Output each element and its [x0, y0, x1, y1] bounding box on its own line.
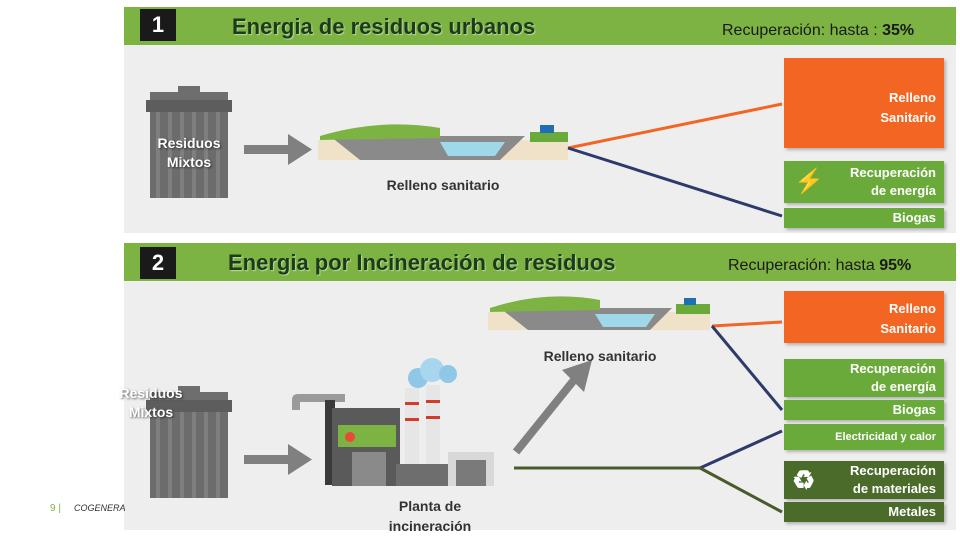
section2-bin-label-line2: Mixtos	[128, 404, 174, 420]
connector-landfill2-to-biogas	[710, 325, 784, 411]
section2-landfill-label: Relleno sanitario	[543, 348, 657, 364]
section1-relleno-box: Relleno Sanitario	[784, 58, 944, 148]
section2-recovery-value: 95%	[879, 257, 912, 274]
section2-energia-line1: Recuperación	[850, 361, 936, 376]
section1-bin-label-line2: Mixtos	[166, 154, 212, 170]
section1-header-bar	[124, 7, 956, 45]
section1-recovery-prefix: Recuperación: hasta :	[722, 22, 883, 39]
section1-landfill-label: Relleno sanitario	[386, 177, 500, 193]
section1-biogas-box: Biogas	[784, 208, 944, 228]
section2-bin-label-line1: Residuos	[119, 385, 183, 401]
landfill-icon	[318, 124, 568, 160]
section1-relleno-line1: Relleno	[889, 90, 936, 105]
section2-metales-box: Metales	[784, 502, 944, 522]
section1-energia-line1: Recuperación	[850, 165, 936, 180]
factory-icon	[292, 358, 494, 486]
section1-title: Energia de residuos urbanos	[232, 14, 536, 39]
section2-title: Energia por Incineración de residuos	[228, 250, 616, 275]
section2-electricidad-box: Electricidad y calor	[784, 424, 944, 450]
section2-materiales-line1: Recuperación	[850, 463, 936, 478]
landfill-icon	[488, 296, 710, 330]
section2-relleno-box: Relleno Sanitario	[784, 291, 944, 343]
section2-plant-line1: Planta de	[398, 498, 462, 514]
connector-landfill2-to-relleno	[711, 320, 783, 328]
section1-relleno-line2: Sanitario	[880, 110, 936, 125]
section1-energia-box: ⚡ Recuperación de energía	[784, 161, 944, 203]
section2-energia-line2: de energía	[870, 379, 936, 394]
section1-recovery-value: 35%	[882, 22, 915, 39]
section1-bin-label-line1: Residuos	[157, 135, 221, 151]
section2-materiales-box: ♻ Recuperación de materiales	[784, 461, 944, 499]
section2-plant-label: Planta de incineración	[370, 496, 490, 536]
connector-split-to-metales	[699, 466, 783, 514]
trash-bin-icon	[146, 86, 232, 198]
lightning-icon: ⚡	[794, 168, 824, 195]
connector-landfill1-to-relleno	[567, 102, 783, 150]
section2-energia-box: Recuperación de energía	[784, 359, 944, 397]
trash-bin-icon	[146, 386, 232, 498]
section1-bin-label: Residuos Mixtos	[146, 134, 232, 172]
section2-relleno-line2: Sanitario	[880, 321, 936, 336]
section2-recovery: Recuperación: hasta 95%	[728, 257, 911, 275]
connector-landfill1-to-biogas	[567, 146, 783, 218]
section2-plant-line2: incineración	[388, 518, 472, 534]
section2-recovery-prefix: Recuperación: hasta	[728, 257, 880, 274]
arrow-bin-to-landfill	[244, 134, 312, 165]
footer-page-number: 9 |	[50, 503, 61, 514]
section2-materiales-line2: de materiales	[852, 481, 936, 496]
section2-biogas-box: Biogas	[784, 400, 944, 420]
section2-bin-label: Residuos Mixtos	[108, 384, 194, 422]
recycle-icon: ♻	[792, 465, 816, 495]
section2-relleno-line1: Relleno	[889, 301, 936, 316]
arrow-bin-to-plant	[244, 444, 312, 475]
section1-recovery: Recuperación: hasta : 35%	[722, 22, 914, 40]
section1-energia-line2: de energía	[870, 183, 936, 198]
section2-header-bar	[124, 243, 956, 281]
footer-text: COGENERA	[74, 503, 126, 513]
connector-split-to-electricidad	[699, 429, 783, 470]
section1-number: 1	[140, 9, 176, 41]
arrow-plant-to-landfill	[512, 360, 592, 455]
section2-number: 2	[140, 247, 176, 279]
